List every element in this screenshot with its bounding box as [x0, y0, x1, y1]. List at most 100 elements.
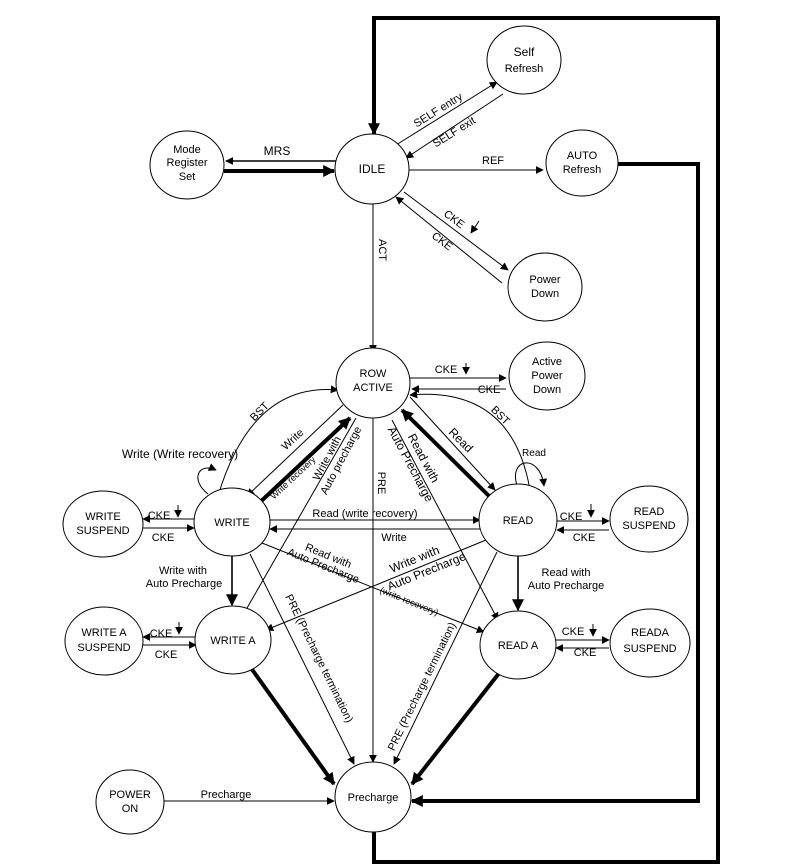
auto-refresh-to-precharge-arrow [410, 162, 700, 807]
svg-text:SUSPEND: SUSPEND [76, 525, 129, 537]
svg-text:Down: Down [531, 288, 559, 300]
read-pre-termination-arrow [393, 551, 498, 765]
svg-text:READ A: READ A [498, 640, 539, 652]
svg-text:AUTO: AUTO [567, 150, 598, 162]
svg-text:Self: Self [514, 45, 535, 59]
bst-write-arrow [217, 385, 339, 497]
read-to-row-active-arrow [400, 408, 492, 499]
label-cke-read-suspend-entry: CKE [560, 511, 583, 523]
state-write-a-suspend: WRITE A SUSPEND [64, 606, 144, 676]
read-a-to-precharge-arrow [410, 670, 502, 786]
write-a-to-precharge-arrow [249, 666, 336, 786]
label-read: Read [446, 425, 476, 455]
write-pre-termination-arrow [249, 553, 355, 765]
label-write-from-read: Write [381, 532, 406, 544]
state-row-active: ROW ACTIVE [335, 347, 411, 419]
svg-text:Refresh: Refresh [505, 63, 544, 75]
svg-text:Register: Register [167, 157, 208, 169]
state-mode-register-set: Mode Register Set [149, 130, 225, 200]
label-pre: PRE [375, 472, 387, 495]
label-act: ACT [376, 239, 388, 261]
label-ref: REF [482, 155, 504, 167]
svg-text:WRITE: WRITE [85, 511, 120, 523]
label-cke-power-down-entry: CKE [441, 208, 466, 231]
label-cke-write-suspend-exit: CKE [152, 532, 175, 544]
svg-text:Active: Active [532, 356, 562, 368]
state-auto-refresh: AUTO Refresh [545, 129, 619, 197]
label-cke-power-down-exit: CKE [429, 230, 454, 253]
state-reada-suspend: READA SUSPEND [609, 608, 691, 678]
state-active-power-down: Active Power Down [508, 341, 586, 411]
state-power-down: Power Down [507, 252, 583, 322]
label-pre-termination-read: PRE (Precharge termination) [386, 621, 459, 753]
label-precharge: Precharge [201, 789, 252, 801]
svg-text:READA: READA [631, 627, 670, 639]
svg-text:SUSPEND: SUSPEND [622, 520, 675, 532]
label-cke-active-power-down-entry: CKE [435, 364, 458, 376]
label-cke-write-a-suspend-exit: CKE [155, 649, 178, 661]
svg-text:Down: Down [533, 384, 561, 396]
svg-text:READ: READ [503, 515, 534, 527]
read-to-write-a-arrow [265, 539, 487, 631]
label-pre-termination-write: PRE (Precharge termination) [282, 593, 355, 725]
bst-read-arrow [409, 390, 531, 491]
cke-down-arrow [470, 220, 480, 234]
label-cke-reada-suspend-entry: CKE [562, 626, 585, 638]
label-cross-write-recovery: (write recovery) [379, 585, 440, 618]
label-write: Write [280, 427, 307, 453]
state-read-a: READ A [479, 610, 557, 680]
state-write-suspend: WRITE SUSPEND [62, 490, 144, 558]
state-power-on: POWER ON [95, 769, 165, 835]
svg-text:ACTIVE: ACTIVE [353, 382, 393, 394]
svg-text:SUSPEND: SUSPEND [77, 642, 130, 654]
svg-text:SUSPEND: SUSPEND [623, 643, 676, 655]
label-bst-write: BST [248, 400, 272, 424]
svg-text:ON: ON [122, 803, 139, 815]
label-cke-active-power-down-exit: CKE [478, 384, 501, 396]
write-recovery-arrow [255, 416, 352, 507]
label-cke-read-suspend-exit: CKE [573, 532, 596, 544]
svg-text:Power: Power [529, 274, 561, 286]
label-cke-write-suspend-entry: CKE [148, 510, 171, 522]
svg-text:IDLE: IDLE [359, 162, 386, 176]
svg-text:WRITE: WRITE [214, 517, 249, 529]
svg-text:Precharge: Precharge [348, 792, 399, 804]
label-write-with-auto-precharge-2: Auto Precharge [146, 578, 222, 590]
svg-text:READ: READ [634, 506, 665, 518]
idle-to-power-down-arrow [403, 191, 509, 271]
precharge-to-idle-arrow [368, 16, 720, 864]
self-entry-arrow [395, 81, 498, 146]
state-write-a: WRITE A [194, 605, 272, 675]
label-read-with-auto-precharge-1: Read with [542, 567, 591, 579]
write-loop-arrow [197, 463, 217, 495]
state-read: READ [478, 483, 558, 557]
state-write: WRITE [193, 487, 271, 557]
self-exit-arrow [405, 93, 504, 159]
label-cke-write-a-suspend-entry: CKE [150, 628, 173, 640]
write-arrow [246, 404, 344, 497]
read-loop-arrow [515, 462, 548, 489]
svg-text:WRITE A: WRITE A [210, 635, 256, 647]
state-self-refresh: Self Refresh [486, 25, 562, 95]
svg-text:Set: Set [179, 171, 196, 183]
label-read-loop: Read [522, 448, 546, 459]
label-cke-reada-suspend-exit: CKE [574, 647, 597, 659]
svg-text:ROW: ROW [360, 368, 388, 380]
svg-text:Power: Power [531, 370, 563, 382]
label-read-with-auto-precharge-2: Auto Precharge [528, 580, 604, 592]
row-active-to-read-arrow [409, 396, 496, 491]
label-mrs: MRS [264, 144, 291, 158]
power-down-to-idle-arrow [395, 196, 503, 284]
state-read-suspend: READ SUSPEND [609, 485, 689, 553]
label-bst-read: BST [488, 404, 512, 428]
svg-text:Mode: Mode [173, 144, 201, 156]
write-to-read-a-arrow [261, 542, 485, 634]
svg-text:WRITE A: WRITE A [81, 627, 127, 639]
svg-text:POWER: POWER [109, 789, 151, 801]
label-read-write-recovery: Read (write recovery) [312, 508, 417, 520]
state-idle: IDLE [334, 133, 410, 205]
svg-text:Refresh: Refresh [563, 164, 602, 176]
label-write-recovery-loop: Write (Write recovery) [122, 447, 238, 461]
label-write-with-auto-precharge-1: Write with [159, 565, 207, 577]
